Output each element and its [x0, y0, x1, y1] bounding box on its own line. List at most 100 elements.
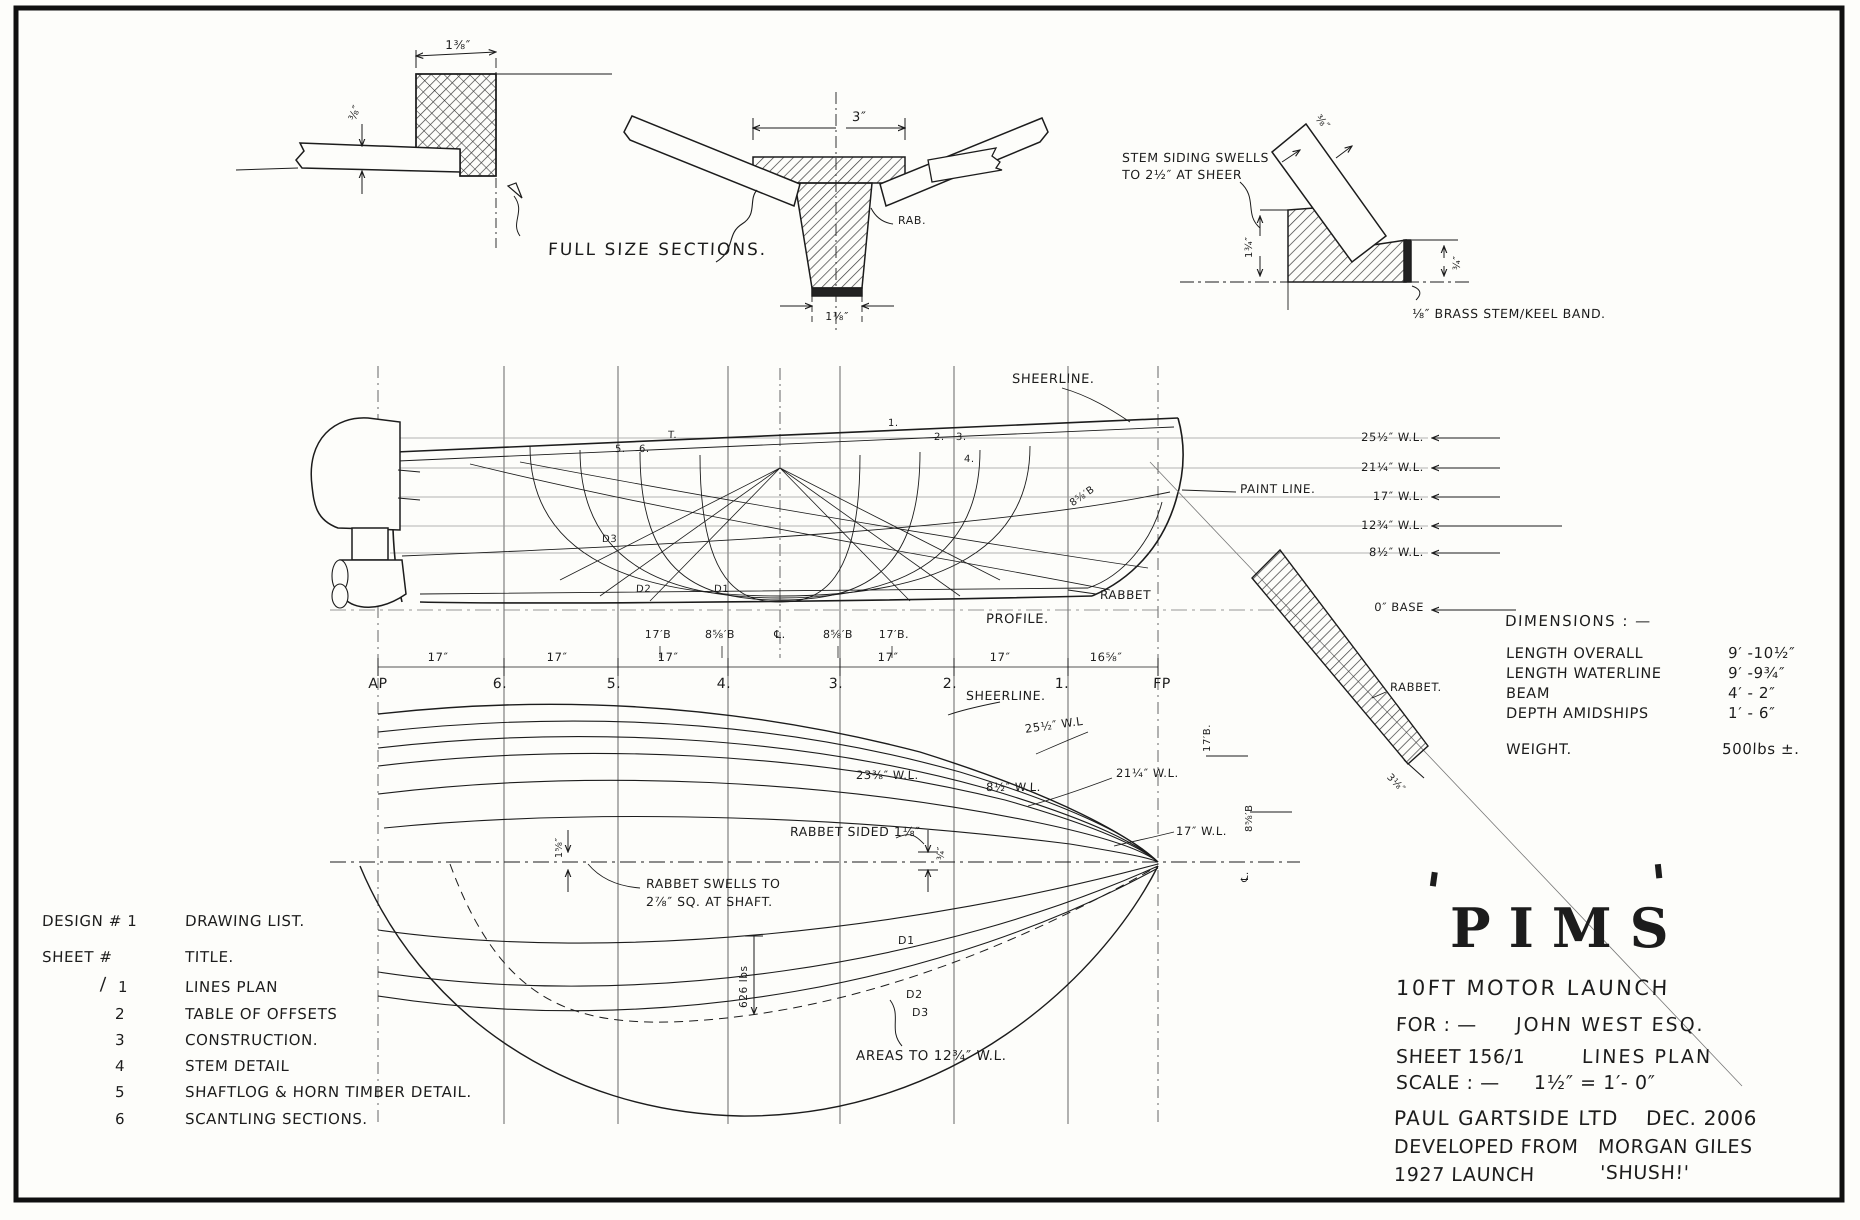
rabbet-swell-line1: RABBET SWELLS TO: [645, 876, 781, 891]
stem-blank: [1149, 461, 1743, 1087]
scale-label: SCALE : —: [1395, 1072, 1501, 1094]
dim-lwl-value: 9′ -9¾″: [1727, 664, 1786, 682]
wl-label-25: 25½″ W.L.: [1360, 430, 1425, 444]
full-size-sections-label: FULL SIZE SECTIONS.: [547, 240, 768, 260]
drawing-date: DEC. 2006: [1645, 1106, 1758, 1130]
brass-band-note: ⅛″ BRASS STEM/KEEL BAND.: [1411, 306, 1607, 321]
section-no-t: T.: [667, 430, 678, 441]
rabbet-swell-line2: 2⅞″ SQ. AT SHAFT.: [645, 894, 774, 909]
sheet-border: [13, 5, 1845, 1203]
buttock-8-r: 8⅝′B: [822, 628, 854, 641]
profile-view: [391, 387, 1237, 604]
drawing-list-title: DRAWING LIST.: [184, 912, 306, 930]
dimensions-title: DIMENSIONS : —: [1504, 612, 1653, 630]
fp-centerline: ℄.: [1240, 871, 1251, 882]
section-no-3: 3.: [955, 432, 967, 443]
row-2-title: TABLE OF OFFSETS: [184, 1005, 338, 1023]
weight-value: 500lbs ±.: [1721, 740, 1800, 758]
boat-name: PIMS: [1450, 896, 1687, 960]
profile-rabbet-label: RABBET: [1099, 588, 1152, 602]
row-6-title: SCANTLING SECTIONS.: [184, 1110, 369, 1128]
row-3-no: 3: [114, 1031, 126, 1049]
stem-note-line2: TO 2½″ AT SHEER: [1121, 167, 1243, 182]
row-5-title: SHAFTLOG & HORN TIMBER DETAIL.: [184, 1083, 473, 1101]
section-no-5: 5.: [614, 444, 626, 455]
buttock-17-r: 17′B.: [878, 628, 910, 641]
section-no-1: 1.: [887, 418, 899, 429]
hb-sheerline-label: SHEERLINE.: [965, 688, 1046, 703]
dim-lwl-label: LENGTH WATERLINE: [1505, 666, 1662, 682]
dim-loa-label: LENGTH OVERALL: [1505, 646, 1644, 662]
waterline-ticks: [1432, 438, 1562, 610]
title-header: TITLE.: [184, 948, 235, 966]
row-6-no: 6: [114, 1110, 126, 1128]
profile-d1: D1: [713, 584, 730, 595]
wl-label-17: 17″ W.L.: [1372, 489, 1425, 503]
boat-subtitle: 10FT MOTOR LAUNCH: [1395, 976, 1671, 1000]
scale-value: 1½″ = 1′- 0″: [1533, 1072, 1656, 1094]
profile-sheerline-label: SHEERLINE.: [1011, 372, 1095, 387]
station-grid: [377, 366, 1159, 1124]
station-ap: AP: [368, 676, 388, 692]
dim-beam-value: 4′ - 2″: [1727, 684, 1776, 702]
launch-name: 'SHUSH!': [1599, 1162, 1690, 1184]
areas-note: AREAS TO 12¾″ W.L.: [855, 1048, 1007, 1064]
design-number: DESIGN # 1: [41, 912, 138, 930]
developed-source: MORGAN GILES: [1597, 1136, 1754, 1158]
wl-label-8: 8½″ W.L.: [1368, 545, 1425, 559]
station-dim-line: [377, 646, 1159, 676]
stem-note-line1: STEM SIDING SWELLS: [1121, 150, 1270, 165]
hb-wl-17: 17″ W.L.: [1175, 824, 1228, 838]
row-2-no: 2: [114, 1005, 126, 1023]
displacement-label: 626 lbs: [738, 965, 750, 1008]
stem-height-dim: 1¾″: [1244, 236, 1255, 258]
maker-name: PAUL GARTSIDE LTD: [1393, 1106, 1620, 1130]
weight-label: WEIGHT.: [1505, 742, 1573, 758]
spacing-5-4: 17″: [657, 650, 679, 664]
keel-section-detail: [235, 50, 612, 252]
section-no-6: 6.: [638, 444, 650, 455]
buttock-8-l: 8⅝′B: [704, 628, 736, 641]
hb-wl-8: 8½″ W.L.: [985, 780, 1042, 794]
row-4-no: 4: [114, 1057, 126, 1075]
outboard-motor: [310, 417, 421, 609]
paint-line-label: PAINT LINE.: [1239, 482, 1316, 496]
profile-d3: D3: [601, 534, 618, 545]
half-siding-dim: 1⅝″: [554, 837, 565, 858]
sheet-header: SHEET #: [41, 948, 113, 966]
profile-d2: D2: [635, 584, 652, 595]
keel-garboard-detail: [623, 92, 1049, 330]
dim-loa-value: 9′ -10½″: [1727, 644, 1796, 662]
spacing-3-2: 17″: [877, 650, 899, 664]
row-1-title: LINES PLAN: [184, 978, 279, 996]
rabbet-sided-note: RABBET SIDED 1⅛″: [789, 824, 921, 839]
spacing-ap-6: 17″: [427, 650, 449, 664]
section-no-2: 2.: [933, 432, 945, 443]
for-label: FOR : —: [1395, 1014, 1478, 1036]
dim-beam-label: BEAM: [1505, 686, 1551, 702]
spacing-6-5: 17″: [546, 650, 568, 664]
wl-label-12: 12¾″ W.L.: [1360, 518, 1425, 532]
station-fp: FP: [1152, 676, 1172, 692]
keel-top-dim: 3″: [851, 110, 867, 125]
station-1: 1.: [1054, 676, 1070, 692]
row-4-title: STEM DETAIL: [184, 1057, 290, 1075]
stem-detail: [927, 122, 1470, 310]
section-no-4: 4.: [963, 454, 975, 465]
sheet-label: SHEET 156/1: [1395, 1046, 1526, 1068]
launch-year: 1927 LAUNCH: [1393, 1164, 1536, 1186]
centerline-symbol: ℄.: [773, 628, 787, 641]
row-check: /: [99, 974, 108, 995]
for-value: JOHN WEST ESQ.: [1515, 1014, 1706, 1036]
dim-depth-label: DEPTH AMIDSHIPS: [1505, 706, 1649, 722]
spacing-1-fp: 16⅝″: [1089, 650, 1123, 664]
station-4: 4.: [716, 676, 732, 692]
keel-bottom-dim: 1⅛″: [824, 310, 850, 323]
developed-from: DEVELOPED FROM: [1393, 1136, 1579, 1158]
hb-wl-21: 21¼″ W.L.: [1115, 766, 1180, 780]
dim-depth-value: 1′ - 6″: [1727, 704, 1776, 722]
sheet-value: LINES PLAN: [1581, 1046, 1713, 1068]
station-3: 3.: [828, 676, 844, 692]
